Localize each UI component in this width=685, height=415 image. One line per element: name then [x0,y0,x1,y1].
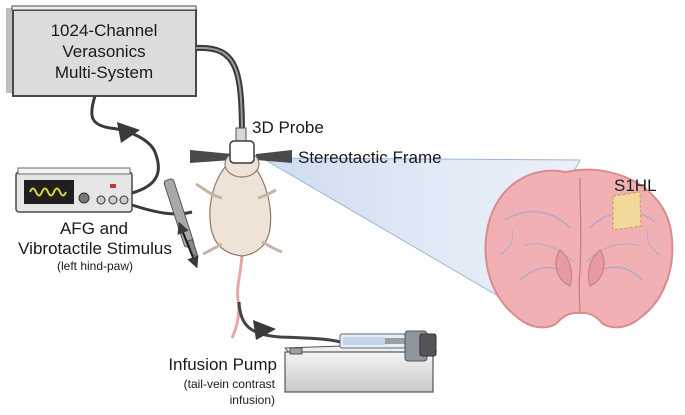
s1hl-label: S1HL [614,176,657,195]
stereotactic-bar-right [256,150,292,163]
infusion-arrow [253,320,276,340]
ventricle-right [587,249,605,287]
pump-note-line2: infusion) [230,393,275,407]
pump-label: Infusion Pump [168,355,277,374]
vibration-arrow [177,221,199,269]
infusion-line [237,301,341,344]
afg-knob [78,192,90,204]
mouse [195,150,283,339]
frame-label: Stereotactic Frame [298,148,442,167]
afg-note: (left hind-paw) [57,259,133,273]
pump-display [419,333,437,357]
brain-coronal-section [484,168,674,329]
system-label-line2: Verasonics [62,42,145,61]
afg-label-line1: AFG and [60,219,128,238]
mouse-tail [230,251,244,339]
afg-device [15,167,133,213]
infusion-pump [283,330,438,393]
probe-cable [195,44,245,141]
brain-midline [578,177,582,313]
cable-arrow [117,122,140,143]
3d-probe [229,140,255,164]
probe-label: 3D Probe [252,118,324,137]
mouse-body [209,165,272,257]
system-to-afg-cable [90,95,160,195]
afg-label-line2: Vibrotactile Stimulus [18,239,172,258]
s1hl-region [612,191,642,231]
system-label-line3: Multi-System [55,63,153,82]
afg-waveform [29,187,67,197]
verasonics-system: 1024-Channel Verasonics Multi-System [6,5,197,97]
system-label-line1: 1024-Channel [51,21,158,40]
ventricle-left [555,249,573,287]
afg-to-stimulus-cable [131,203,193,216]
stereotactic-bar-left [190,150,232,163]
pump-note-line1: (tail-vein contrast [184,377,276,391]
